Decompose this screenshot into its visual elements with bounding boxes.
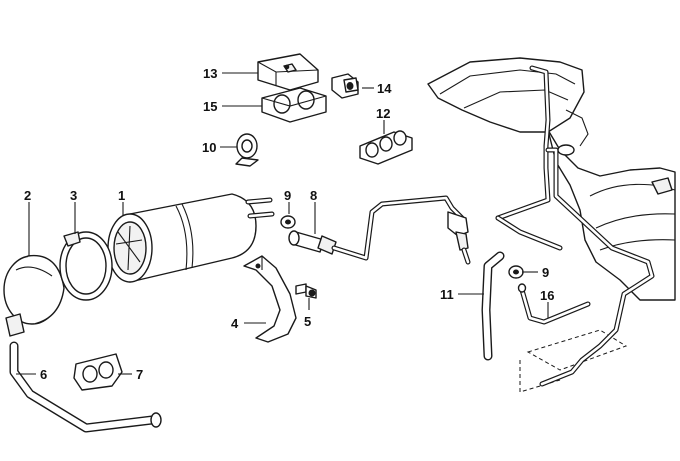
part-10-clip (235, 133, 259, 167)
part-13-bracket (257, 53, 319, 91)
part-9-clamp-upper (280, 215, 296, 229)
callout-12: 12 (376, 106, 390, 121)
callout-4: 4 (231, 316, 239, 331)
part-16-pipe (517, 283, 591, 325)
part-2-cap (3, 254, 65, 337)
callout-1: 1 (118, 188, 125, 203)
callout-7: 7 (136, 367, 143, 382)
callout-6: 6 (40, 367, 47, 382)
part-3-clamp-band (59, 231, 113, 301)
callout-5: 5 (304, 314, 311, 329)
body-fuel-lines (495, 65, 655, 387)
part-1-canister (107, 193, 275, 283)
part-12-multi-clip (359, 130, 413, 165)
part-15-double-clip (261, 87, 327, 123)
callout-15: 15 (203, 99, 217, 114)
callout-3: 3 (70, 188, 77, 203)
callout-8: 8 (310, 188, 317, 203)
part-4-bracket (243, 255, 297, 343)
callout-9-upper: 9 (284, 188, 291, 203)
callout-14: 14 (377, 81, 392, 96)
part-5-bolt (295, 283, 317, 299)
callout-13: 13 (203, 66, 217, 81)
part-8-connector-pipe (288, 195, 471, 265)
leader-lines (16, 72, 549, 375)
callout-11: 11 (440, 287, 454, 302)
part-6-hose (9, 341, 162, 433)
callout-9-lower: 9 (542, 265, 549, 280)
part-7-double-clip (73, 353, 123, 391)
part-9-clamp-lower (508, 265, 524, 279)
part-14-grommet (331, 73, 359, 99)
callouts: 1 2 3 4 5 6 7 8 9 9 10 11 12 13 14 15 16 (24, 66, 554, 382)
callout-16: 16 (540, 288, 554, 303)
part-11-hose (481, 251, 505, 361)
callout-2: 2 (24, 188, 31, 203)
callout-10: 10 (202, 140, 216, 155)
